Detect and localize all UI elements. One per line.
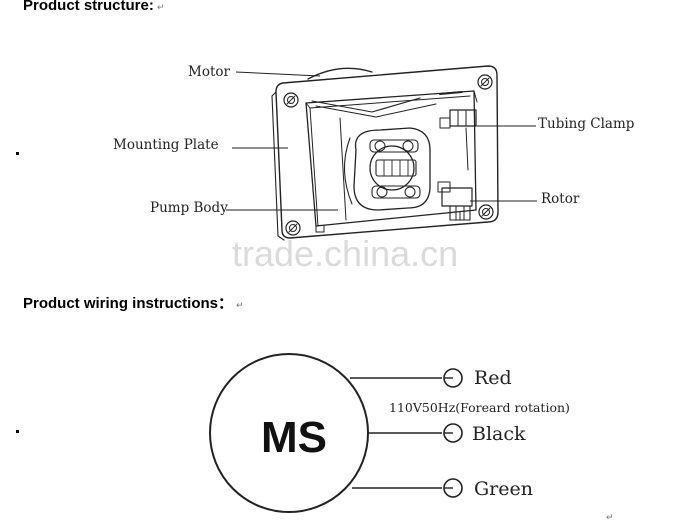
wiring-heading: Product wiring instructions：↵ — [23, 292, 244, 313]
pump-inner-wall — [339, 117, 347, 221]
pump-tubing — [343, 137, 353, 205]
label-motor: Motor — [188, 64, 231, 80]
wire-green-label: Green — [474, 478, 533, 500]
screw-icon — [283, 92, 299, 108]
pump-body-side-edge — [305, 102, 319, 227]
tubing-slot — [439, 91, 463, 95]
pump-lid — [311, 97, 421, 113]
wire-black-label: Black — [472, 423, 526, 445]
paragraph-mark: ↵ — [156, 3, 165, 13]
terminal-icon — [443, 478, 463, 498]
wire-red-label: Red — [474, 367, 512, 389]
pump-illustration — [271, 65, 499, 241]
voltage-note: 110V50Hz(Foreard rotation) — [389, 400, 570, 415]
structure-heading: Product structure:↵ — [23, 0, 164, 14]
wiring-heading-text: Product wiring instructions： — [23, 295, 234, 312]
paragraph-mark: ↵ — [606, 513, 614, 523]
terminal-icon — [443, 368, 463, 388]
bullet-dot — [16, 430, 19, 433]
motor-ms-label: MS — [261, 413, 327, 462]
motor-leader — [235, 71, 321, 77]
wiring-diagram: MS Red Black Green 110V50Hz(Foreard rota… — [209, 353, 570, 513]
screw-icon — [478, 204, 494, 220]
label-tubing-clamp: Tubing Clamp — [538, 116, 634, 132]
screw-icon — [477, 74, 493, 90]
bullet-dot — [16, 152, 19, 155]
tubing-clamp-upper — [439, 109, 477, 171]
structure-heading-text: Product structure: — [23, 0, 154, 14]
mounting-plate — [275, 65, 499, 239]
label-mounting-plate: Mounting Plate — [113, 137, 219, 153]
pump-body-frame — [305, 90, 477, 227]
watermark-text: trade.china.cn — [232, 233, 458, 274]
label-rotor: Rotor — [541, 191, 580, 207]
mounting-plate-edge — [271, 91, 285, 241]
screw-icon — [285, 220, 301, 236]
tubing-clamp-lower — [437, 181, 473, 221]
pump-lid-inner — [315, 103, 437, 118]
motor-housing — [307, 67, 373, 80]
pump-foot — [315, 224, 325, 233]
rotor-assembly — [353, 127, 431, 211]
leader-lines — [226, 71, 537, 211]
paragraph-mark: ↵ — [236, 301, 244, 311]
label-pump-body: Pump Body — [150, 200, 228, 216]
terminal-icon — [443, 423, 463, 443]
